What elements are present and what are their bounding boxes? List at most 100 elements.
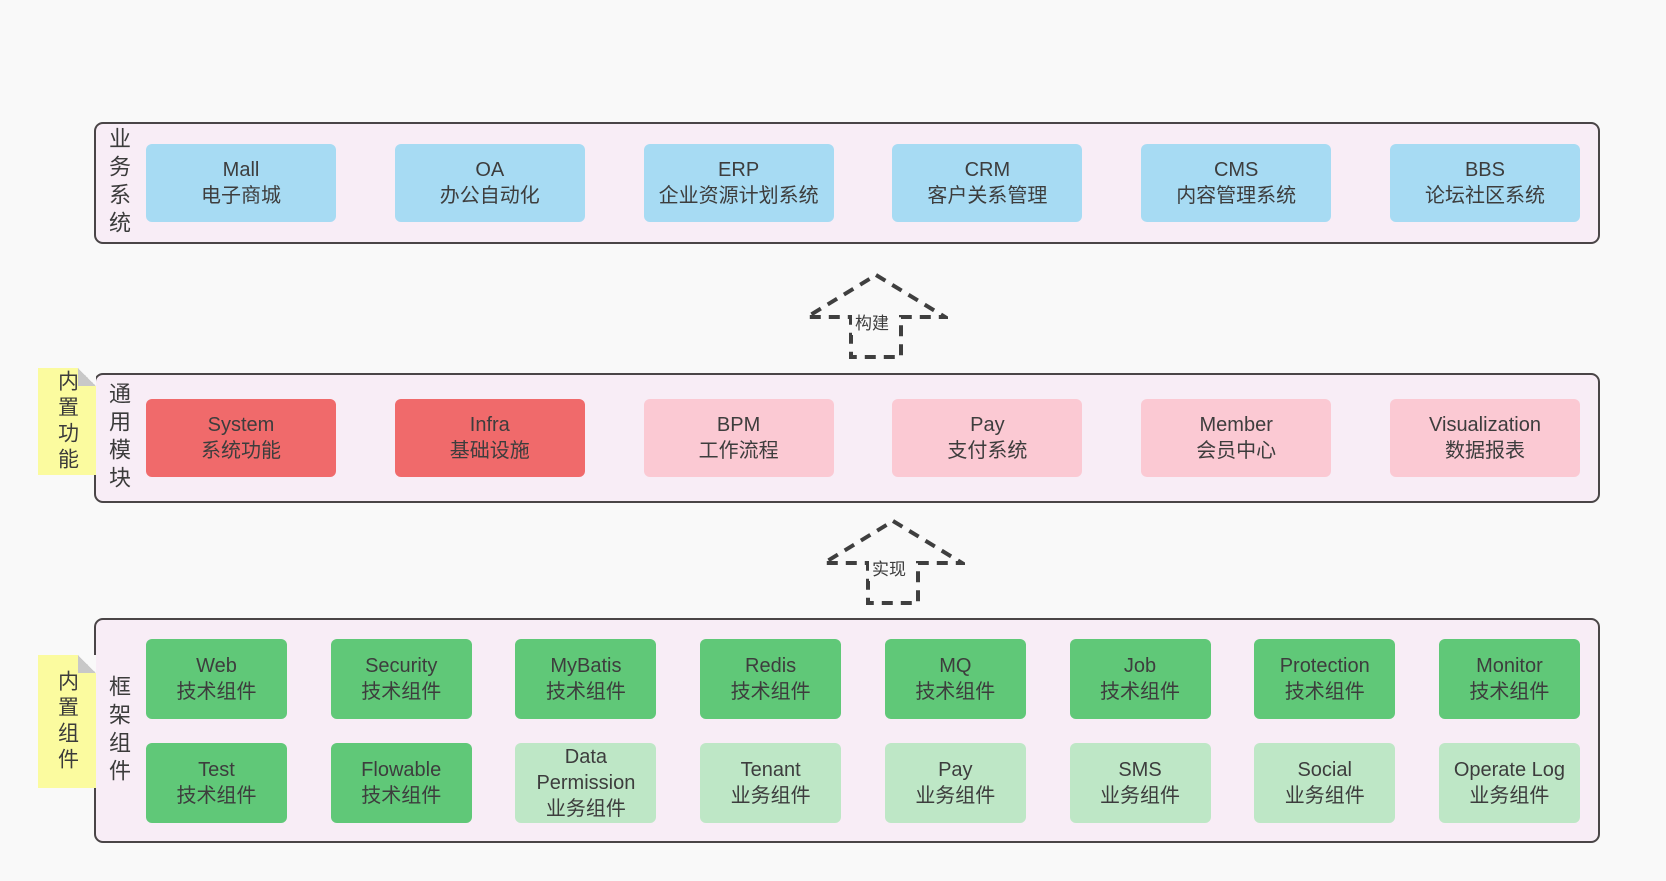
box-desc: 业务组件 bbox=[915, 784, 996, 807]
layer-label: 框架组件 bbox=[96, 675, 140, 787]
sticky-note-text: 内置功能 bbox=[55, 369, 79, 474]
component-row: System 系统功能 Infra 基础设施 BPM 工作流程 Pay 支付系统 Member 会… bbox=[146, 399, 1580, 477]
layer-label-text: 框架组件 bbox=[106, 674, 131, 787]
arrow-label: 构建 bbox=[852, 308, 892, 335]
box-desc: 办公自动化 bbox=[439, 185, 540, 207]
sticky-note-text: 内置组件 bbox=[55, 669, 79, 774]
box-name: MyBatis bbox=[550, 654, 622, 677]
box-name: Test bbox=[198, 758, 235, 781]
box-tenant: Tenant 业务组件 bbox=[700, 742, 842, 823]
box-bbs: BBS 论坛社区系统 bbox=[1389, 144, 1580, 222]
box-name: CMS bbox=[1213, 159, 1259, 181]
box-pay: Pay 业务组件 bbox=[884, 742, 1026, 823]
box-sms: SMS 业务组件 bbox=[1069, 742, 1211, 823]
box-desc: 会员中心 bbox=[1196, 440, 1277, 462]
box-desc: 技术组件 bbox=[361, 680, 442, 703]
box-desc: 工作流程 bbox=[698, 440, 779, 462]
box-desc: 支付系统 bbox=[947, 440, 1028, 462]
box-pay: Pay 支付系统 bbox=[892, 399, 1083, 477]
box-desc: 客户关系管理 bbox=[927, 185, 1048, 207]
layer-label-text: 业务系统 bbox=[106, 127, 131, 239]
box-desc: 技术组件 bbox=[545, 680, 626, 703]
box-desc: 基础设施 bbox=[449, 440, 530, 462]
box-mq: MQ 技术组件 bbox=[884, 638, 1026, 719]
box-web: Web 技术组件 bbox=[146, 638, 287, 719]
box-data-permission: Data Permission 业务组件 bbox=[515, 742, 657, 823]
layer-label-text: 通用模块 bbox=[106, 382, 131, 494]
box-name: Protection bbox=[1279, 654, 1370, 677]
box-desc: 技术组件 bbox=[730, 680, 811, 703]
box-system: System 系统功能 bbox=[146, 399, 336, 477]
layer-common-modules: 通用模块 System 系统功能 Infra 基础设施 BPM 工作流程 Pay 支付系统 Me… bbox=[94, 373, 1600, 503]
sticky-note-built-in-components: 内置组件 bbox=[38, 655, 96, 788]
box-protection: Protection 技术组件 bbox=[1254, 638, 1396, 719]
arrow-up-implement: 实现 bbox=[821, 518, 965, 606]
box-desc: 技术组件 bbox=[1100, 680, 1181, 703]
box-mall: Mall 电子商城 bbox=[146, 144, 336, 222]
sticky-note-built-in-functions: 内置功能 bbox=[38, 368, 96, 475]
box-name: MQ bbox=[939, 654, 972, 677]
box-social: Social 业务组件 bbox=[1254, 742, 1396, 823]
box-desc: 技术组件 bbox=[361, 784, 442, 807]
box-name: Member bbox=[1199, 414, 1273, 436]
box-job: Job 技术组件 bbox=[1069, 638, 1211, 719]
box-name: Pay bbox=[938, 758, 973, 781]
box-name: SMS bbox=[1118, 758, 1162, 781]
box-name: Infra bbox=[469, 414, 510, 436]
box-flowable: Flowable 技术组件 bbox=[330, 742, 472, 823]
box-desc: 论坛社区系统 bbox=[1424, 185, 1545, 207]
box-desc: 数据报表 bbox=[1444, 440, 1525, 462]
box-redis: Redis 技术组件 bbox=[700, 638, 842, 719]
box-desc: 业务组件 bbox=[1284, 784, 1365, 807]
box-desc: 企业资源计划系统 bbox=[658, 185, 819, 207]
box-name: ERP bbox=[718, 159, 760, 181]
box-infra: Infra 基础设施 bbox=[394, 399, 585, 477]
box-name: Pay bbox=[970, 414, 1005, 436]
box-desc: 业务组件 bbox=[1100, 784, 1181, 807]
box-member: Member 会员中心 bbox=[1141, 399, 1332, 477]
box-name: Flowable bbox=[361, 758, 442, 781]
box-desc: 电子商城 bbox=[201, 185, 281, 207]
box-desc: 技术组件 bbox=[915, 680, 996, 703]
box-desc: 业务组件 bbox=[730, 784, 811, 807]
box-name: Web bbox=[196, 654, 237, 677]
box-name: Data Permission bbox=[536, 745, 636, 794]
box-name: OA bbox=[475, 159, 505, 181]
box-desc: 技术组件 bbox=[1469, 680, 1550, 703]
arrow-label: 实现 bbox=[869, 554, 909, 581]
layer-boxes: System 系统功能 Infra 基础设施 BPM 工作流程 Pay 支付系统 Member 会… bbox=[140, 399, 1598, 477]
box-name: Job bbox=[1123, 654, 1157, 677]
box-desc: 内容管理系统 bbox=[1176, 185, 1297, 207]
box-desc: 技术组件 bbox=[1284, 680, 1365, 703]
box-desc: 技术组件 bbox=[176, 680, 257, 703]
box-name: Operate Log bbox=[1453, 758, 1566, 781]
box-name: Redis bbox=[745, 654, 797, 677]
box-oa: OA 办公自动化 bbox=[394, 144, 585, 222]
box-desc: 业务组件 bbox=[545, 797, 626, 820]
layer-label: 通用模块 bbox=[96, 382, 140, 494]
box-name: System bbox=[207, 414, 275, 436]
box-name: Visualization bbox=[1429, 414, 1541, 436]
box-visualization: Visualization 数据报表 bbox=[1389, 399, 1580, 477]
layer-label: 业务系统 bbox=[96, 127, 140, 239]
box-name: BBS bbox=[1464, 159, 1505, 181]
box-desc: 系统功能 bbox=[201, 440, 281, 462]
box-mybatis: MyBatis 技术组件 bbox=[515, 638, 657, 719]
box-name: BPM bbox=[716, 414, 761, 436]
box-name: Mall bbox=[222, 159, 260, 181]
box-cms: CMS 内容管理系统 bbox=[1141, 144, 1332, 222]
box-name: Social bbox=[1297, 758, 1352, 781]
box-name: Tenant bbox=[740, 758, 801, 781]
